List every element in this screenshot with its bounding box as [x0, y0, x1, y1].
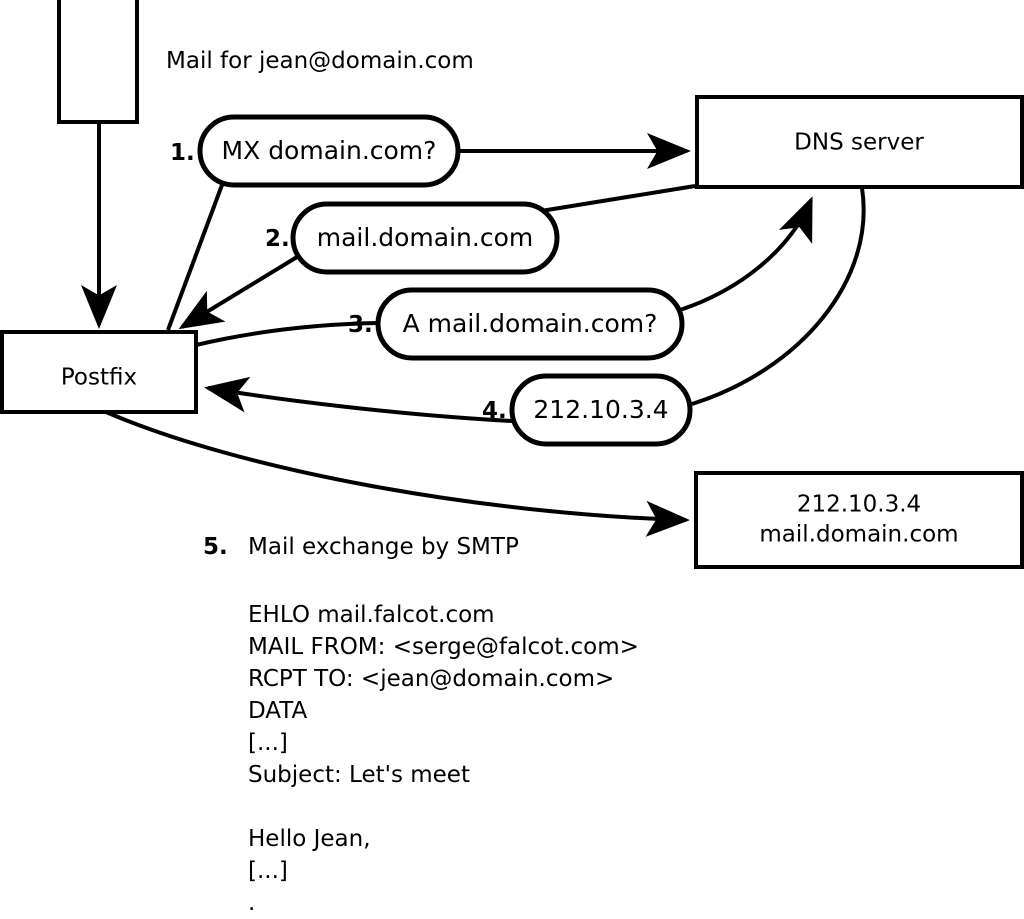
- step-1-label: MX domain.com?: [222, 136, 437, 165]
- step-3-number: 3.: [348, 312, 373, 338]
- node-mail-client[interactable]: [57, 0, 139, 124]
- node-dns-server[interactable]: [695, 95, 1024, 189]
- smtp-line-10: .: [248, 890, 255, 916]
- node-dns-server-label: DNS server: [794, 130, 924, 156]
- smtp-line-2: MAIL FROM: <serge@falcot.com>: [248, 634, 639, 660]
- node-mail-server-ip: 212.10.3.4: [797, 492, 921, 518]
- step-5-label: Mail exchange by SMTP: [248, 534, 519, 560]
- step-3-bubble[interactable]: [375, 287, 685, 361]
- step-5-number: 5.: [203, 534, 228, 560]
- step-2-label: mail.domain.com: [317, 223, 533, 252]
- mail-for-caption: Mail for jean@domain.com: [166, 48, 474, 74]
- step-4-bubble[interactable]: [509, 373, 693, 447]
- smtp-line-5: [...]: [248, 730, 288, 756]
- step-2-number: 2.: [265, 226, 290, 252]
- node-mail-server[interactable]: [694, 471, 1024, 569]
- smtp-line-8: Hello Jean,: [248, 826, 371, 852]
- smtp-line-4: DATA: [248, 698, 308, 724]
- smtp-line-6: Subject: Let's meet: [248, 762, 470, 788]
- edge-dns-to-step4-bubble: [691, 187, 866, 406]
- edge-step2-bubble-to-postfix: [178, 255, 299, 330]
- edge-postfix-to-mailserver: [105, 410, 690, 537]
- step-4-label: 212.10.3.4: [533, 395, 668, 424]
- smtp-line-1: EHLO mail.falcot.com: [248, 602, 495, 628]
- edge-step4-bubble-to-postfix: [204, 376, 513, 423]
- step-1-number: 1.: [170, 140, 195, 166]
- smtp-line-3: RCPT TO: <jean@domain.com>: [248, 666, 614, 692]
- step-3-label: A mail.domain.com?: [403, 309, 658, 338]
- edge-step3-bubble-to-dns: [679, 196, 813, 312]
- step-2-bubble[interactable]: [290, 201, 560, 275]
- edge-dns-to-step2-bubble: [540, 184, 696, 213]
- edge-postfix-to-step1-bubble: [166, 184, 224, 331]
- edge-postfix-to-step3-bubble: [195, 321, 379, 347]
- node-postfix-label: Postfix: [61, 365, 137, 391]
- smtp-line-9: [...]: [248, 858, 288, 884]
- step-4-number: 4.: [482, 398, 507, 424]
- step-1-bubble[interactable]: [197, 114, 461, 188]
- node-mail-server-host: mail.domain.com: [759, 522, 958, 548]
- node-postfix[interactable]: [0, 330, 198, 414]
